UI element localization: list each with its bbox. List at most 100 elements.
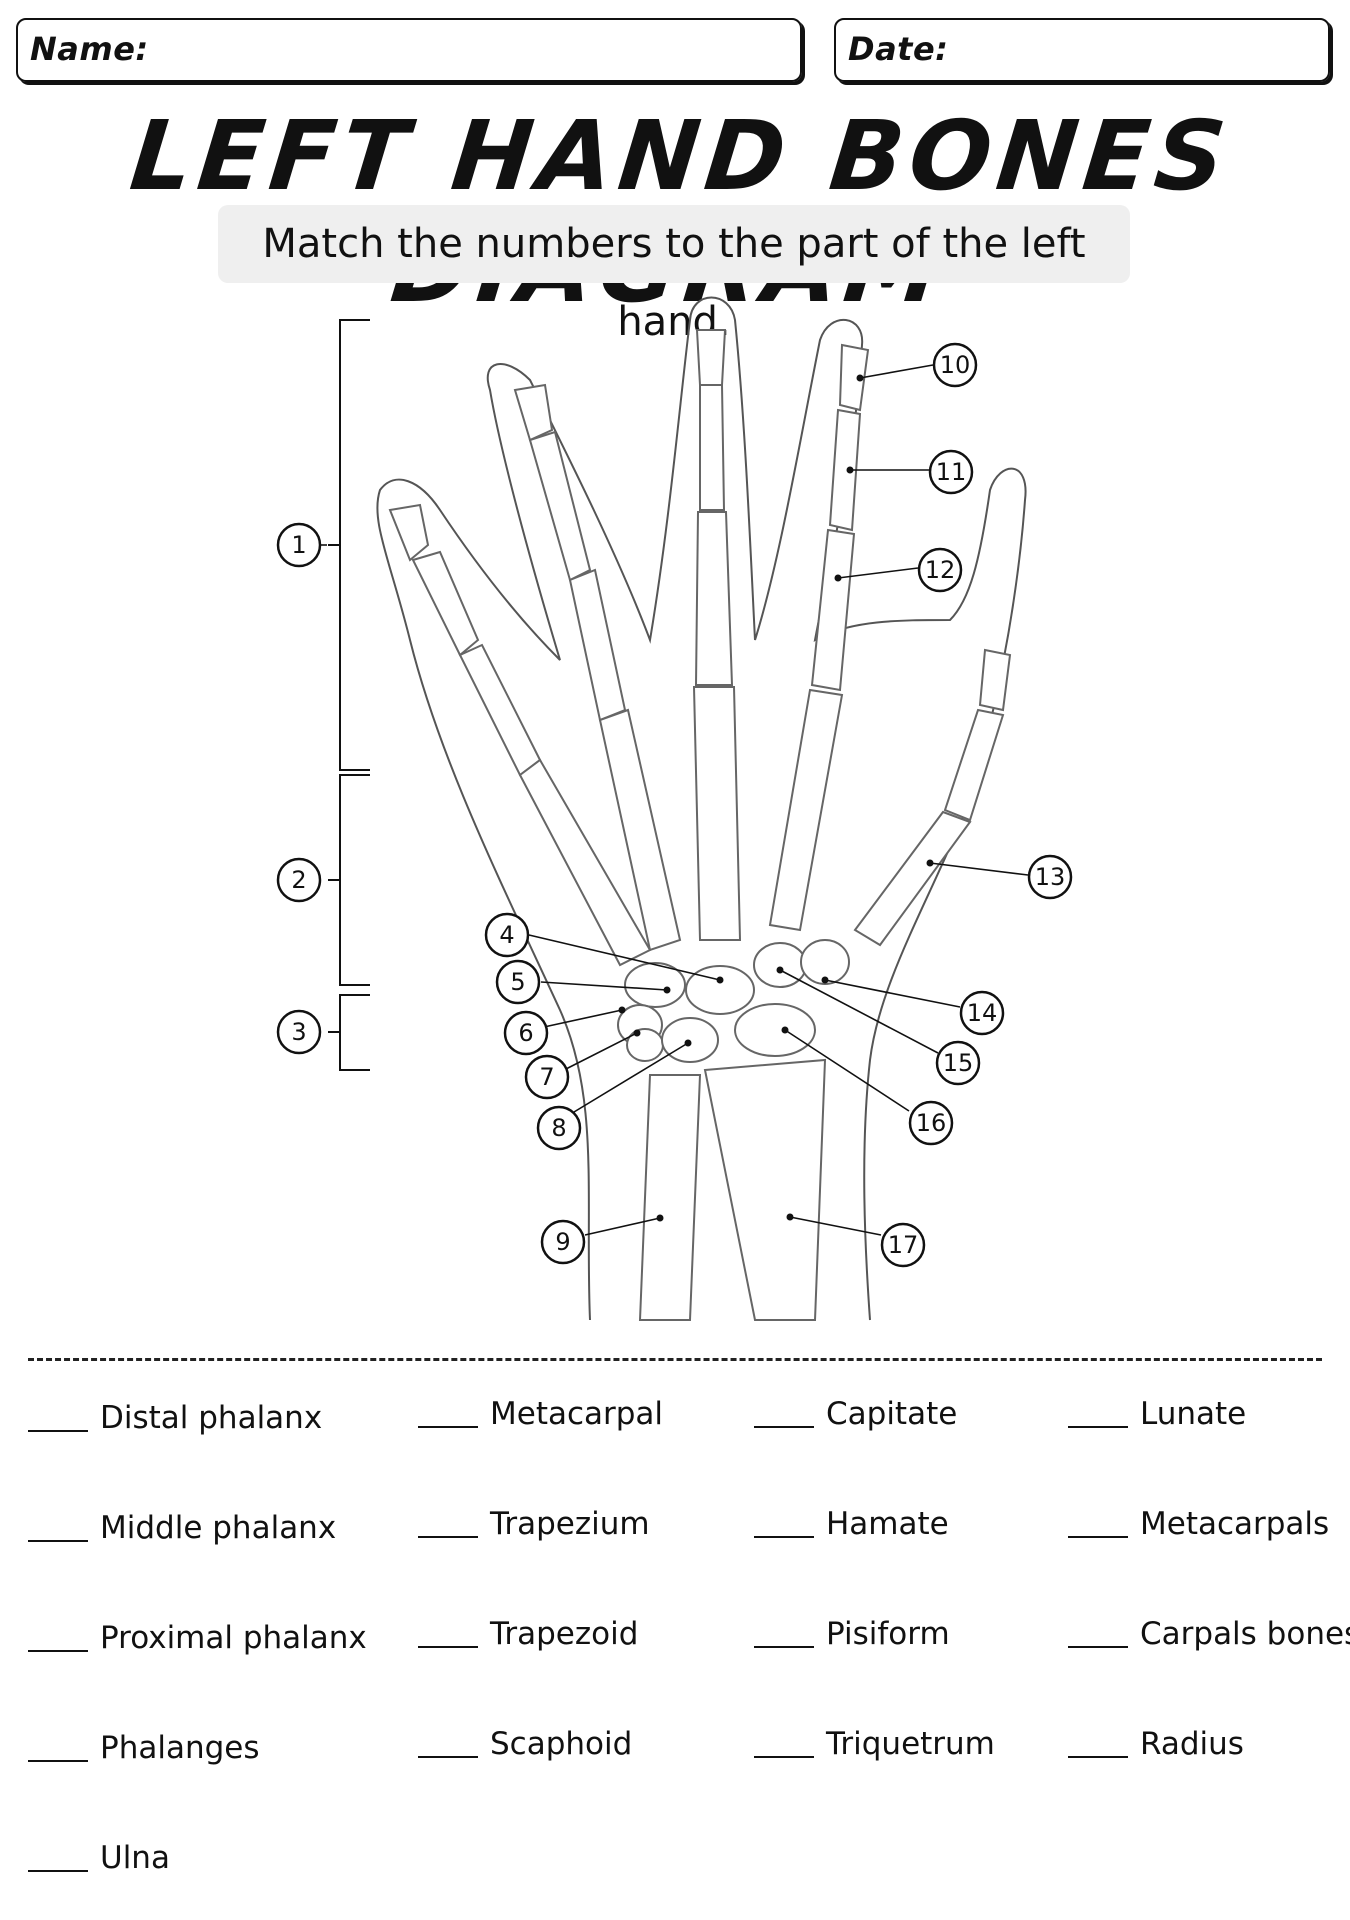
bracket-metacarpals: [328, 774, 370, 986]
leader-lines: [320, 364, 1029, 1236]
callout-16: 16: [908, 1100, 954, 1146]
word-bank-item: Lunate: [1068, 1396, 1246, 1432]
callout-7: 7: [524, 1054, 570, 1100]
callout-10: 10: [932, 342, 978, 388]
svg-text:7: 7: [539, 1063, 554, 1091]
answer-blank[interactable]: [418, 1646, 478, 1648]
bone-phalanx: [838, 343, 870, 412]
callout-12: 12: [917, 547, 963, 593]
bone-ulna: [638, 1074, 702, 1321]
bone-phalanx: [810, 528, 856, 692]
bone-carpal: [685, 965, 755, 1015]
svg-text:13: 13: [1035, 863, 1066, 891]
answer-blank[interactable]: [754, 1426, 814, 1428]
svg-text:1: 1: [291, 531, 306, 559]
answer-blank[interactable]: [1068, 1756, 1128, 1758]
svg-text:5: 5: [510, 968, 525, 996]
bone-phalanx: [411, 550, 480, 657]
svg-text:10: 10: [940, 351, 971, 379]
svg-text:11: 11: [936, 458, 967, 486]
svg-text:9: 9: [555, 1228, 570, 1256]
word-bank-item: Metacarpal: [418, 1396, 663, 1432]
callout-2: 2: [276, 857, 322, 903]
answer-blank[interactable]: [1068, 1536, 1128, 1538]
word-bank-item: Ulna: [28, 1840, 170, 1876]
hand-outline: [376, 296, 1027, 1321]
bone-phalanx: [978, 648, 1012, 712]
word-bank-item: Distal phalanx: [28, 1400, 322, 1436]
bone-phalanx: [568, 568, 627, 722]
dashed-divider: [28, 1358, 1322, 1361]
callout-11: 11: [928, 449, 974, 495]
answer-blank[interactable]: [754, 1756, 814, 1758]
svg-text:15: 15: [943, 1049, 974, 1077]
word-bank-item: Carpals bones: [1068, 1616, 1350, 1652]
answer-blank[interactable]: [28, 1760, 88, 1762]
callout-1: 1: [276, 522, 322, 568]
hand-bones-diagram: 1 2 3 4 5 6 7 8 9 10 11 12 13 14 15 16 1…: [276, 296, 1073, 1321]
word-bank-item: Metacarpals: [1068, 1506, 1329, 1542]
bone-carpal: [734, 1003, 816, 1057]
callout-3: 3: [276, 1009, 322, 1055]
bone-metacarpal: [692, 686, 742, 941]
bracket-phalanges: [328, 319, 370, 771]
answer-blank[interactable]: [754, 1646, 814, 1648]
answer-blank[interactable]: [418, 1426, 478, 1428]
bone-phalanx: [694, 511, 734, 686]
bone-phalanx: [458, 643, 542, 777]
callout-4: 4: [484, 912, 530, 958]
answer-blank[interactable]: [754, 1536, 814, 1538]
word-bank-item: Proximal phalanx: [28, 1620, 367, 1656]
svg-text:3: 3: [291, 1018, 306, 1046]
word-bank-item: Hamate: [754, 1506, 949, 1542]
callout-6: 6: [503, 1010, 549, 1056]
answer-blank[interactable]: [418, 1756, 478, 1758]
bracket-carpals: [328, 994, 370, 1071]
word-bank-item: Phalanges: [28, 1730, 260, 1766]
callout-5: 5: [495, 959, 541, 1005]
name-field[interactable]: Name:: [16, 18, 802, 82]
callout-8: 8: [536, 1105, 582, 1151]
instructions: Match the numbers to the part of the lef…: [218, 205, 1130, 345]
bone-carpal: [800, 939, 850, 985]
word-bank-item: Radius: [1068, 1726, 1244, 1762]
bone-radius: [703, 1058, 827, 1321]
answer-blank[interactable]: [28, 1540, 88, 1542]
bone-metacarpal: [853, 810, 972, 947]
name-label: Name:: [30, 30, 149, 68]
callout-13: 13: [1027, 854, 1073, 900]
bone-metacarpal: [598, 708, 682, 952]
bone-phalanx: [699, 384, 726, 511]
word-bank-item: Trapezium: [418, 1506, 650, 1542]
bone-phalanx: [828, 408, 862, 532]
svg-text:17: 17: [888, 1231, 919, 1259]
bone-carpal: [624, 962, 686, 1008]
answer-blank[interactable]: [1068, 1426, 1128, 1428]
svg-text:2: 2: [291, 866, 306, 894]
word-bank-item: Pisiform: [754, 1616, 950, 1652]
svg-text:12: 12: [925, 556, 956, 584]
svg-text:16: 16: [916, 1109, 947, 1137]
leader-dots: [618, 374, 934, 1222]
word-bank-item: Scaphoid: [418, 1726, 632, 1762]
bone-phalanx: [388, 503, 430, 562]
svg-text:14: 14: [967, 999, 998, 1027]
word-bank-item: Trapezoid: [418, 1616, 638, 1652]
word-bank-item: Triquetrum: [754, 1726, 995, 1762]
word-bank-item: Capitate: [754, 1396, 957, 1432]
callout-9: 9: [540, 1219, 586, 1265]
svg-text:6: 6: [518, 1019, 533, 1047]
answer-blank[interactable]: [28, 1870, 88, 1872]
date-label: Date:: [848, 30, 949, 68]
answer-blank[interactable]: [28, 1430, 88, 1432]
bone-carpal: [626, 1028, 664, 1062]
bone-metacarpal: [768, 688, 844, 932]
date-field[interactable]: Date:: [834, 18, 1330, 82]
bone-carpal: [661, 1017, 719, 1063]
answer-blank[interactable]: [1068, 1646, 1128, 1648]
svg-text:4: 4: [499, 921, 514, 949]
answer-blank[interactable]: [418, 1536, 478, 1538]
answer-blank[interactable]: [28, 1650, 88, 1652]
svg-text:8: 8: [551, 1114, 566, 1142]
bone-phalanx: [528, 430, 592, 582]
